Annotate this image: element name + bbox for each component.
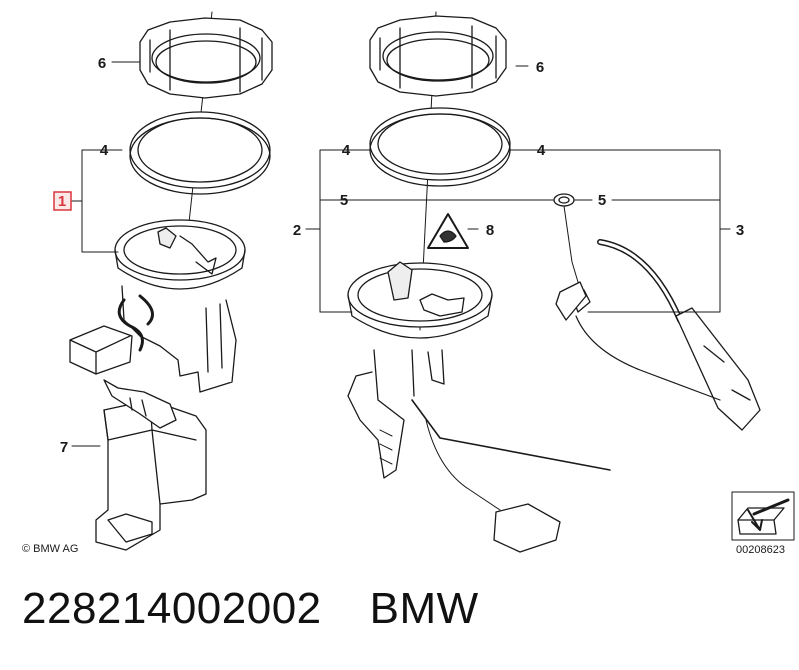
callout-2: 2 [293, 222, 301, 239]
callout-5-mid: 5 [340, 192, 348, 209]
image-code: 00208623 [736, 544, 785, 556]
callout-6-left: 6 [98, 55, 106, 72]
part-caption: 228214002002 BMW [22, 584, 479, 634]
seal-ring-right [369, 107, 511, 187]
copyright-label: © BMW AG [22, 543, 78, 555]
callout-1-bracket [71, 61, 141, 447]
bracket-part-7 [95, 379, 207, 551]
callout-7: 7 [60, 439, 68, 456]
callout-brackets-right [305, 65, 731, 313]
callout-5-right: 5 [598, 192, 606, 209]
callout-4-left: 4 [100, 142, 109, 159]
callout-3: 3 [736, 222, 744, 239]
seal-ring-left [129, 111, 271, 195]
view-direction-icon [731, 491, 795, 541]
part-number: 228214002002 [22, 584, 322, 633]
callout-4-mid: 4 [342, 142, 351, 159]
parts-diagram: 1 6 4 7 6 4 4 5 5 2 3 8 © BMW AG 0020862… [22, 11, 795, 556]
callout-6-right: 6 [536, 59, 544, 76]
lock-ring-right [369, 15, 507, 97]
fuel-pump-unit-left [69, 219, 246, 393]
callout-8: 8 [486, 222, 494, 239]
brand-name: BMW [369, 584, 479, 633]
o-ring-part-5 [553, 193, 575, 207]
callout-4-right: 4 [537, 142, 546, 159]
callout-1: 1 [58, 193, 66, 210]
warning-label-part-8 [427, 213, 469, 249]
fuel-level-sender-right [347, 261, 611, 553]
callout-1-highlight [53, 191, 72, 211]
fuel-line-part-3 [555, 205, 761, 431]
lock-ring-left [139, 17, 273, 99]
